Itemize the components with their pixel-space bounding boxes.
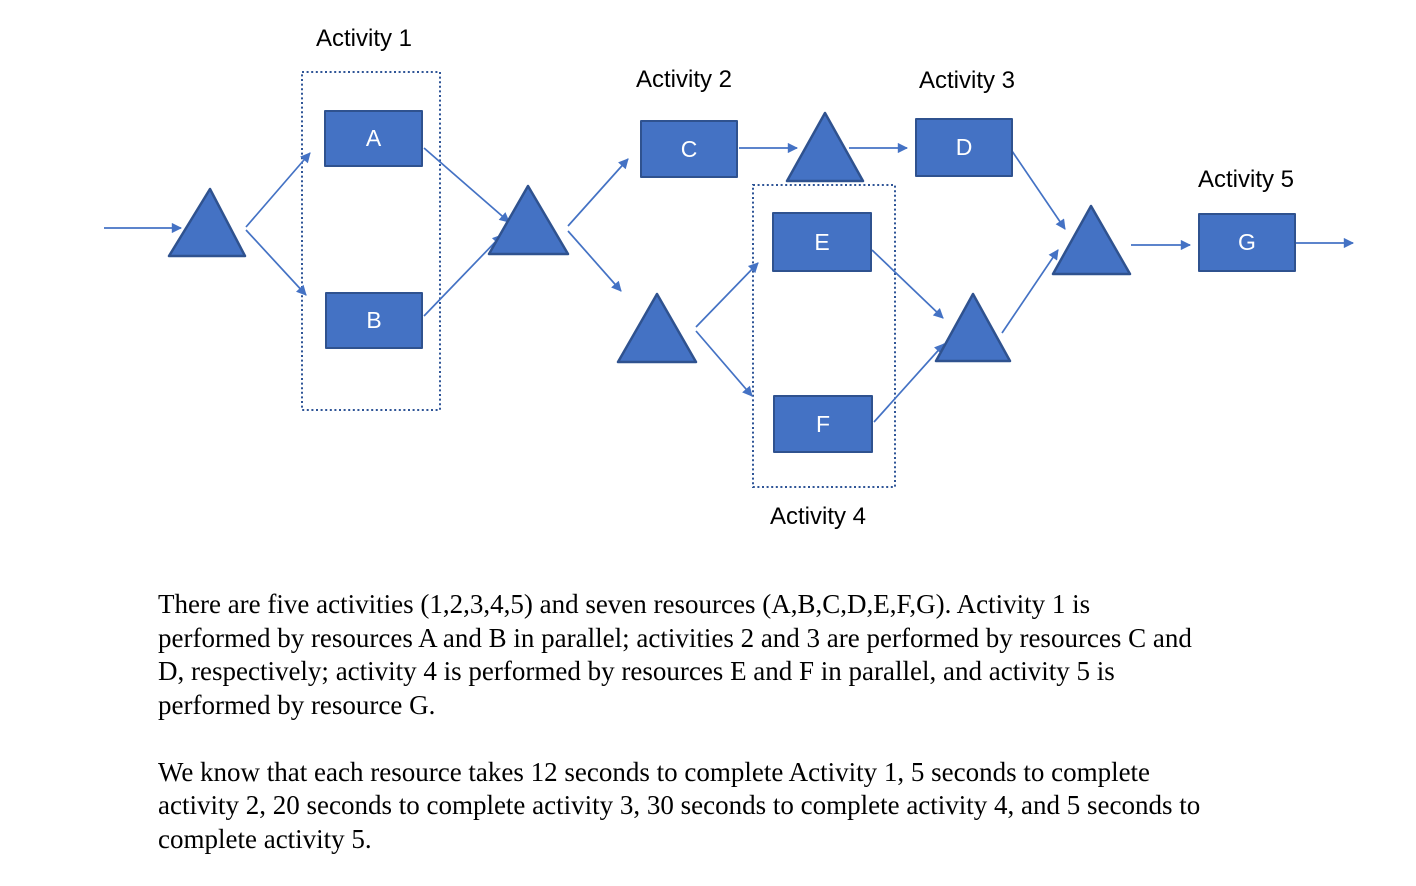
arrow-a-to-g2	[423, 147, 510, 223]
paragraph-1-line-3: D, respectively; activity 4 is performed…	[158, 656, 1115, 686]
description-text: There are five activities (1,2,3,4,5) an…	[158, 588, 1200, 856]
resource-box-d-label: D	[955, 134, 973, 160]
resource-box-g-label: G	[1238, 229, 1256, 255]
paragraph-2: We know that each resource takes 12 seco…	[158, 756, 1200, 857]
resource-box-b: B	[325, 292, 423, 349]
resource-box-f-label: F	[815, 410, 831, 437]
paragraph-1-line-4: performed by resource G.	[158, 689, 436, 720]
paragraph-2-line-3: complete activity 5.	[158, 823, 372, 854]
gateway-1-start-split-triangle	[167, 187, 247, 258]
paragraph-2-line-1: We know that each resource takes 12 seco…	[158, 756, 1151, 787]
diagram-canvas	[104, 71, 1355, 488]
process-flow-diagram: Activity 1 Activity 2 Activity 3 Activit…	[104, 25, 1355, 530]
activity-4-group-border	[752, 184, 896, 488]
resource-box-e: E	[772, 212, 872, 272]
activity-4-label: Activity 4	[769, 503, 867, 530]
gateway-5-join-ef-triangle	[934, 292, 1012, 363]
paragraph-1-line-1: There are five activities (1,2,3,4,5) an…	[158, 589, 1091, 619]
arrow-g4-to-e	[695, 262, 759, 328]
resource-box-d: D	[915, 118, 1013, 177]
resource-box-c-label: C	[680, 135, 698, 162]
gateway-3-activity2-3-triangle	[785, 111, 865, 183]
paragraph-1-line-2: performed by resources A and B in parall…	[158, 622, 1192, 653]
arrow-d-to-g6	[1011, 150, 1066, 230]
paragraph-2-line-2: activity 2, 20 seconds to complete activ…	[158, 790, 1201, 820]
arrow-g1-to-b	[245, 229, 307, 296]
gateway-2-join-split-triangle	[487, 184, 570, 256]
resource-box-e-label: E	[814, 228, 830, 255]
resource-box-c: C	[640, 120, 738, 178]
resource-box-g: G	[1198, 213, 1296, 272]
activity-1-group-border	[301, 71, 441, 411]
arrow-g1-to-a	[245, 152, 311, 228]
arrow-g4-to-f	[695, 330, 753, 397]
gateway-6-final-join-triangle	[1051, 204, 1132, 276]
arrow-g5-to-g6	[1001, 249, 1059, 334]
resource-box-b-label: B	[366, 307, 382, 333]
activity-2-label: Activity 2	[635, 66, 733, 93]
resource-box-a: A	[324, 110, 423, 167]
arrow-e-to-g5	[871, 249, 944, 319]
activity-5-label: Activity 5	[1197, 166, 1295, 193]
arrow-g2-to-g4	[567, 230, 622, 292]
paragraph-1: There are five activities (1,2,3,4,5) an…	[158, 588, 1200, 722]
resource-box-a-label: A	[365, 125, 382, 151]
arrow-b-to-g2	[423, 234, 503, 317]
resource-box-f: F	[773, 395, 873, 453]
arrow-f-to-g5	[873, 343, 945, 423]
activity-1-label: Activity 1	[315, 25, 413, 52]
activity-3-label: Activity 3	[918, 67, 1016, 94]
gateway-4-split-ef-triangle	[616, 292, 698, 364]
arrow-g2-to-c	[567, 158, 629, 227]
